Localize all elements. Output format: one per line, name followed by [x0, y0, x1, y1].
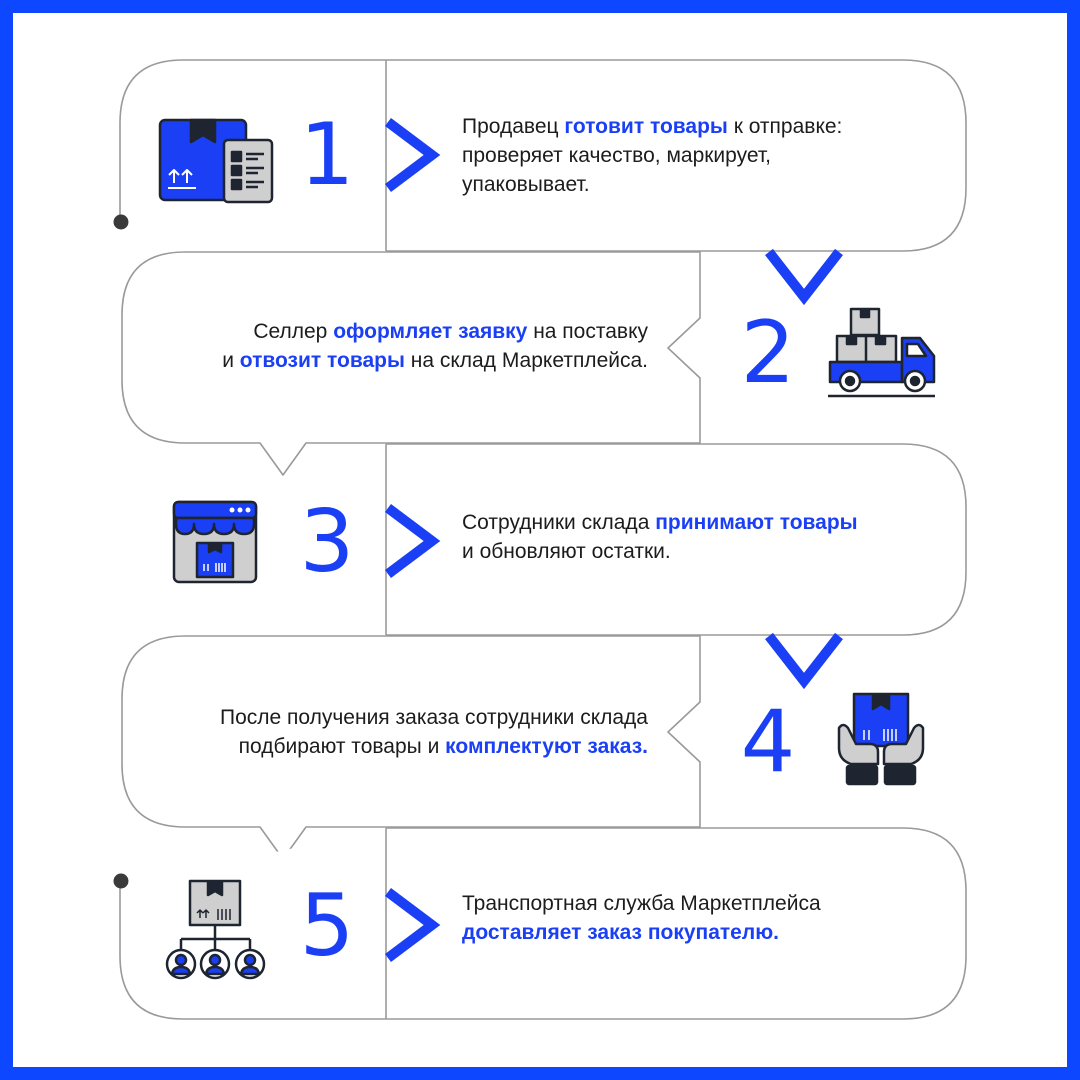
step-5-line-1: Транспортная служба Маркетплейса	[462, 892, 821, 915]
box-with-checklist-icon	[158, 118, 274, 204]
step-2-number: 2	[741, 303, 796, 403]
step-2-description: Селлер оформляет заявку на поставку и от…	[128, 317, 648, 375]
step-1-line-1: Продавец готовит товары к отправке:	[462, 115, 843, 138]
box-to-customers-icon	[165, 879, 266, 980]
step-4-line-2: подбирают товары и комплектуют заказ.	[238, 735, 648, 758]
hands-holding-box-icon	[837, 692, 925, 786]
step-1-number: 1	[300, 105, 355, 205]
timeline-end-dot	[113, 873, 129, 889]
step-1-line-2: проверяет качество, маркирует,	[462, 144, 771, 167]
step-1-description: Продавец готовит товары к отправке: пров…	[462, 112, 942, 199]
warehouse-store-icon	[172, 500, 258, 584]
step-4-number: 4	[741, 692, 796, 792]
delivery-truck-icon	[828, 307, 936, 398]
step-3-number: 3	[300, 492, 355, 592]
step-4-description: После получения заказа сотрудники склада…	[128, 703, 648, 761]
step-5-bubble	[119, 827, 967, 1020]
down-chevron-icon-2	[765, 632, 843, 690]
step-3-line-2: и обновляют остатки.	[462, 540, 671, 563]
step-5-number: 5	[300, 876, 355, 976]
step-1-line-3: упаковывает.	[462, 173, 590, 196]
step-2-line-1: Селлер оформляет заявку на поставку	[253, 320, 648, 343]
step-3-description: Сотрудники склада принимают товары и обн…	[462, 508, 942, 566]
step-1-chevron-right-icon	[385, 118, 441, 192]
step-5-line-2: доставляет заказ покупателю.	[462, 921, 779, 944]
step-2-line-2: и отвозит товары на склад Маркетплейса.	[222, 349, 648, 372]
down-chevron-icon-1	[765, 248, 843, 306]
step-3-bubble	[385, 443, 967, 636]
step-1-bubble	[119, 59, 967, 252]
step-3-line-1: Сотрудники склада принимают товары	[462, 511, 858, 534]
step-5-description: Транспортная служба Маркетплейса доставл…	[462, 889, 942, 947]
step-2-bubble	[121, 251, 701, 476]
timeline-start-dot	[113, 214, 129, 230]
step-4-line-1: После получения заказа сотрудники склада	[219, 706, 648, 729]
step-5-chevron-right-icon	[385, 888, 441, 962]
step-3-chevron-right-icon	[385, 504, 441, 578]
